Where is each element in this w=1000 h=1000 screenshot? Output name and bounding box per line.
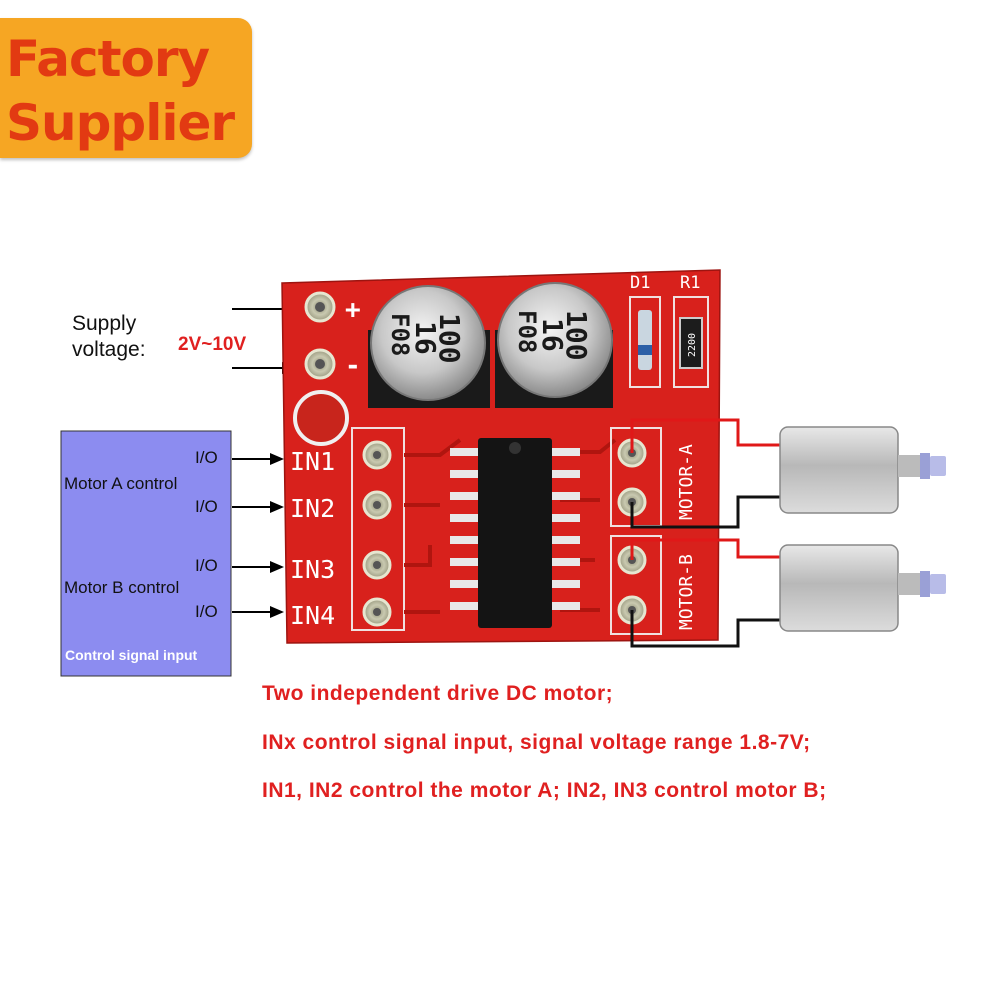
driver-board: + - IN1 IN2 IN3 IN4 [281,269,721,644]
cap2-line2: 16 [536,318,569,352]
supply-label-line2: voltage: [72,338,146,361]
pin-plus-label: + [345,295,361,325]
in4-label: IN4 [290,601,335,630]
input-pads [362,440,392,627]
motor-a-control-label: Motor A control [64,474,177,493]
control-signal-panel: I/O Motor A control I/O I/O Motor B cont… [60,430,232,677]
capacitor-1: 100 16 F08 [368,285,490,408]
driver-ic [450,438,580,628]
cap1-line3: F08 [386,313,414,356]
r1-label: R1 [680,273,700,293]
motor-b-label: MOTOR-B [676,554,697,630]
supply-label-line1: Supply [72,312,137,335]
cap2-line3: F08 [513,310,541,353]
resistor-code: 2200 [687,333,698,357]
badge-line1: Factory [6,30,210,88]
resistor-r1: 2200 [673,296,709,388]
cap1-line1: 100 [433,313,466,364]
factory-supplier-badge: Factory Supplier [0,18,252,158]
note-2: INx control signal input, signal voltage… [262,731,811,754]
cap1-line2: 16 [409,321,442,355]
io-label-4: I/O [195,602,218,621]
io-label-2: I/O [195,497,218,516]
note-1: Two independent drive DC motor; [262,682,613,705]
dc-motor-b [779,544,946,632]
motor-a-label: MOTOR-A [676,444,697,520]
badge-line2: Supplier [6,94,235,152]
mounting-hole [293,390,349,446]
in3-label: IN3 [290,555,335,584]
dc-motor-a [779,426,946,514]
cap2-line1: 100 [560,310,593,361]
d1-label: D1 [630,273,650,293]
control-panel-footer: Control signal input [65,647,198,663]
io-label-1: I/O [195,448,218,467]
supply-voltage-range: 2V~10V [178,334,246,355]
io-arrows [232,453,284,618]
capacitor-2: 100 16 F08 [495,282,613,408]
io-label-3: I/O [195,556,218,575]
note-3: IN1, IN2 control the motor A; IN2, IN3 c… [262,779,827,802]
pin-minus-label: - [345,351,361,381]
motor-b-control-label: Motor B control [64,578,179,597]
motor-wires [630,418,783,648]
diode-d1 [629,296,661,388]
in2-label: IN2 [290,494,335,523]
in1-label: IN1 [290,447,335,476]
